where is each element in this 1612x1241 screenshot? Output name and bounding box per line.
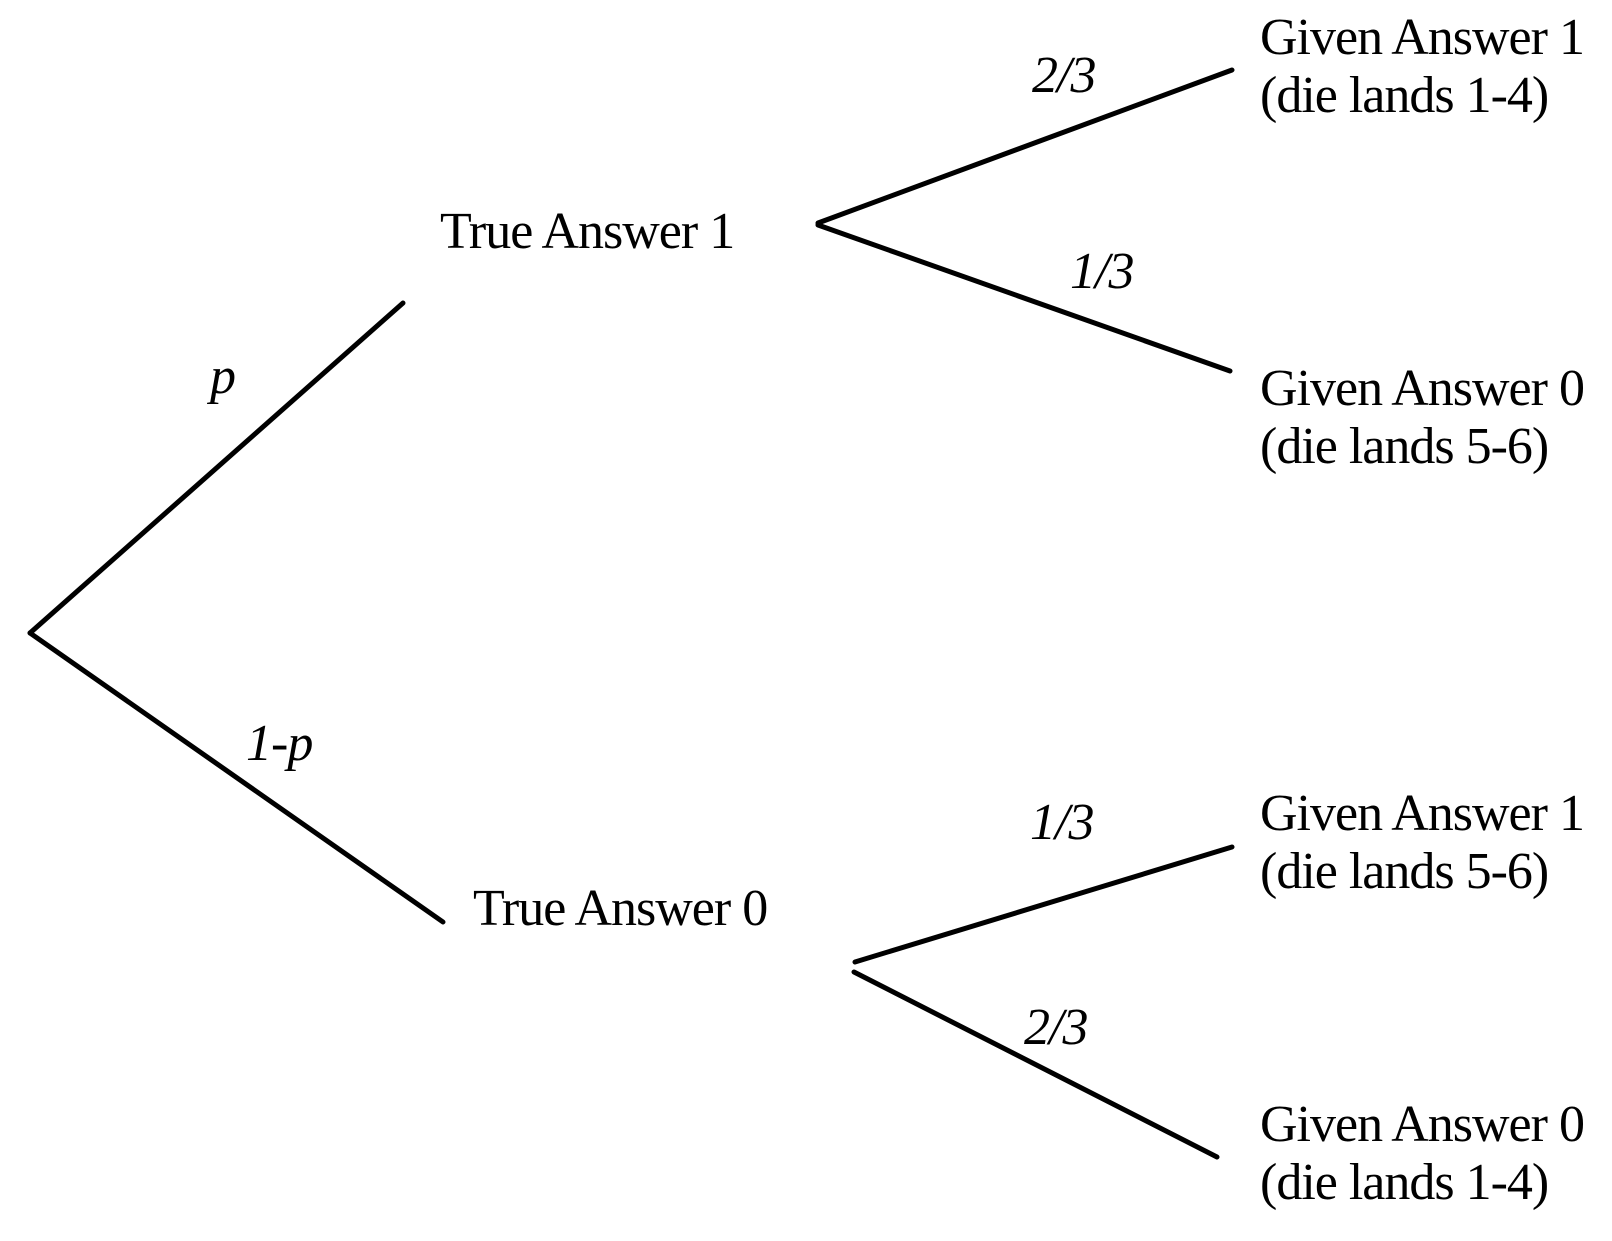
edge-label-1-minus-p: 1-p bbox=[246, 715, 313, 772]
leaf-true1-given-answer-0: Given Answer 0 (die lands 5-6) bbox=[1260, 360, 1585, 476]
leaf-outcome: Given Answer 0 bbox=[1260, 1096, 1585, 1153]
edge-true1-to-given1 bbox=[815, 67, 1235, 226]
leaf-outcome: Given Answer 1 bbox=[1260, 9, 1585, 66]
edge-true1-to-given0 bbox=[815, 222, 1233, 374]
edge-label-true0-1-3: 1/3 bbox=[1030, 794, 1094, 851]
leaf-true0-given-answer-0: Given Answer 0 (die lands 1-4) bbox=[1260, 1096, 1585, 1212]
leaf-condition: (die lands 1-4) bbox=[1260, 67, 1549, 124]
edge-label-true0-2-3: 2/3 bbox=[1024, 999, 1088, 1056]
edge-true0-to-given0 bbox=[851, 969, 1220, 1160]
leaf-true0-given-answer-1: Given Answer 1 (die lands 5-6) bbox=[1260, 785, 1585, 901]
node-true-answer-1: True Answer 1 bbox=[440, 203, 735, 260]
node-true-answer-0: True Answer 0 bbox=[473, 880, 768, 937]
edge-true0-to-given1 bbox=[852, 844, 1235, 965]
edge-label-true1-1-3: 1/3 bbox=[1070, 243, 1134, 300]
edge-label-p: p bbox=[210, 348, 236, 405]
edge-label-true1-2-3: 2/3 bbox=[1032, 47, 1096, 104]
leaf-condition: (die lands 5-6) bbox=[1260, 418, 1549, 475]
leaf-true1-given-answer-1: Given Answer 1 (die lands 1-4) bbox=[1260, 9, 1585, 125]
leaf-outcome: Given Answer 0 bbox=[1260, 360, 1585, 417]
edge-root-to-true0 bbox=[27, 630, 446, 925]
leaf-outcome: Given Answer 1 bbox=[1260, 785, 1585, 842]
edge-root-to-true1 bbox=[27, 300, 406, 636]
leaf-condition: (die lands 1-4) bbox=[1260, 1154, 1549, 1211]
leaf-condition: (die lands 5-6) bbox=[1260, 843, 1549, 900]
